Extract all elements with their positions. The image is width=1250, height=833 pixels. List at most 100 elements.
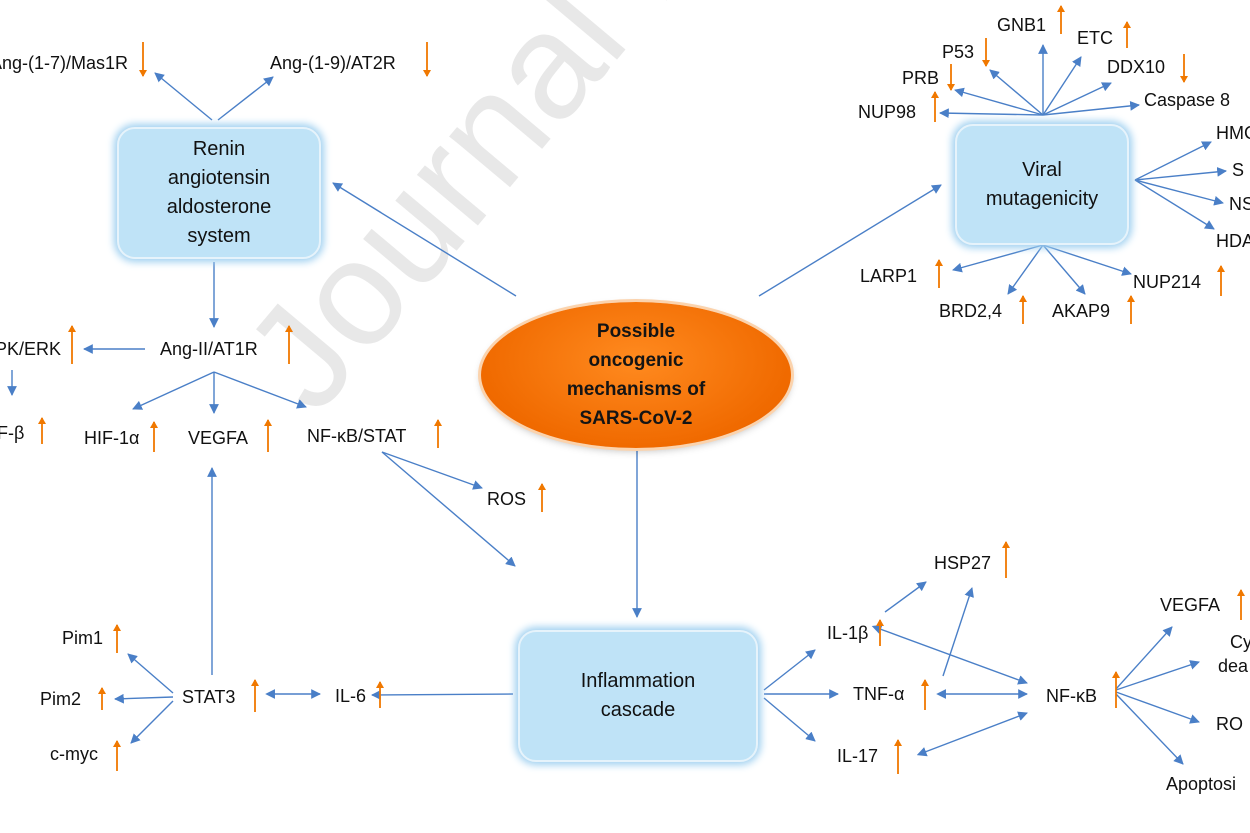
viral-to-ddx10-arrow xyxy=(1042,82,1112,116)
ang17-down-arrow-icon xyxy=(139,42,147,77)
nfkbstat-to-inflammation-arrow xyxy=(381,451,516,567)
hmg-label: HMG xyxy=(1216,123,1250,143)
il6-up-arrow-icon xyxy=(376,681,384,708)
ang19-at2r-label: Ang-(1-9)/AT2R xyxy=(270,53,396,73)
ddx10-label: DDX10 xyxy=(1107,57,1166,77)
viral-to-nup214-arrow xyxy=(1042,244,1132,276)
viral-to-ns-arrow xyxy=(1134,179,1224,206)
nup214-up-arrow-icon xyxy=(1217,265,1225,296)
nfkb-to-vegfa-arrow xyxy=(1115,626,1173,690)
angii-to-hif1a-arrow xyxy=(132,371,215,410)
pim1-label: Pim1 xyxy=(62,628,104,648)
nup98-up-arrow-icon xyxy=(931,91,939,122)
il6-label: IL-6 xyxy=(335,686,367,706)
il1b-up-arrow-icon xyxy=(876,619,884,646)
il1b-to-hsp27-arrow xyxy=(884,581,927,613)
hif1a-up-arrow-icon xyxy=(150,421,158,452)
gnb1-up-arrow-icon xyxy=(1057,5,1065,34)
cmyc-up-arrow-icon xyxy=(113,740,121,771)
akap9-label: AKAP9 xyxy=(1052,301,1111,321)
nfkbstat-to-ros-arrow xyxy=(381,451,483,490)
hif1a-label: HIF-1α xyxy=(84,428,140,448)
viral-to-etc-arrow xyxy=(1042,56,1082,116)
inflammation-cascade-box: Inflammation cascade xyxy=(518,630,758,762)
stat3-to-pim1-arrow xyxy=(127,653,174,694)
nfkb-to-apoptosis-arrow xyxy=(1115,693,1184,765)
pim1-up-arrow-icon xyxy=(113,624,121,653)
ros-left-label: ROS xyxy=(487,489,527,509)
raas-box: Renin angiotensin aldosterone system xyxy=(117,127,321,259)
pim2-label: Pim2 xyxy=(40,689,82,709)
etc-up-arrow-icon xyxy=(1123,21,1131,48)
nfkb-to-ros-arrow xyxy=(1115,691,1200,724)
angii-at1r-label: Ang-II/AT1R xyxy=(160,339,258,359)
vegfa-right-up-arrow-icon xyxy=(1237,589,1245,620)
apoptosis-label: Apoptosi xyxy=(1166,774,1237,794)
nup98-label: NUP98 xyxy=(858,102,917,122)
il17-up-arrow-icon xyxy=(894,739,902,774)
brd24-up-arrow-icon xyxy=(1019,295,1027,324)
nfkb-to-cyto-arrow xyxy=(1115,660,1200,691)
prb-label: PRB xyxy=(902,68,940,88)
hsp27-label: HSP27 xyxy=(934,553,992,573)
vegfa-right-label: VEGFA xyxy=(1160,595,1221,615)
hsp27-up-arrow-icon xyxy=(1002,541,1010,578)
death-label: dea xyxy=(1218,656,1249,676)
viral-to-hda-arrow xyxy=(1134,179,1215,230)
larp1-up-arrow-icon xyxy=(935,259,943,288)
cyto-label: Cy xyxy=(1230,632,1250,652)
angii-up-arrow-icon xyxy=(285,325,293,364)
mapk-up-arrow-icon xyxy=(68,325,76,364)
viral-to-akap9-arrow xyxy=(1042,244,1086,295)
pim2-up-arrow-icon xyxy=(98,687,106,710)
inflammation-to-il6-arrow xyxy=(371,690,514,700)
nfkb-up-arrow-icon xyxy=(1112,671,1120,708)
etc-label: ETC xyxy=(1077,28,1113,48)
viral-to-caspase8-arrow xyxy=(1042,101,1140,116)
inflammation-to-il1b-arrow xyxy=(763,649,816,691)
brd24-label: BRD2,4 xyxy=(939,301,1003,321)
ns-label: NS xyxy=(1229,194,1250,214)
il1b-nfkb-link-arrow xyxy=(871,624,1028,685)
viral-to-prb-arrow xyxy=(954,87,1044,116)
ang17-mas1r-label: Ang-(1-7)/Mas1R xyxy=(0,53,129,73)
larp1-label: LARP1 xyxy=(860,266,918,286)
inflammation-to-il17-arrow xyxy=(763,697,816,742)
nfkb-stat-label: NF-κB/STAT xyxy=(307,426,407,446)
nup214-label: NUP214 xyxy=(1133,272,1202,292)
central-hub: Possible oncogenic mechanisms of SARS-Co… xyxy=(481,302,791,448)
tnfa-label: TNF-α xyxy=(853,684,905,704)
stat3-to-pim2-arrow xyxy=(114,693,174,704)
hub-to-viral-arrow xyxy=(758,184,942,297)
vegfa-left-label: VEGFA xyxy=(188,428,249,448)
ddx10-down-arrow-icon xyxy=(1180,54,1188,83)
nfkb-stat-up-arrow-icon xyxy=(434,419,442,448)
ros-right-label: RO xyxy=(1216,714,1243,734)
angii-to-nfkbstat-arrow xyxy=(213,371,307,409)
tgfb-up-arrow-icon xyxy=(38,417,46,444)
ang19-down-arrow-icon xyxy=(423,42,431,77)
gnb1-label: GNB1 xyxy=(997,15,1047,35)
hub-to-raas-arrow xyxy=(332,182,517,297)
ros-left-up-arrow-icon xyxy=(538,483,546,512)
stat3-label: STAT3 xyxy=(182,687,236,707)
raas-to-ang19-arrow xyxy=(217,76,274,121)
p53-label: P53 xyxy=(942,42,975,62)
hda-label: HDA xyxy=(1216,231,1250,251)
s-label: S xyxy=(1232,160,1245,180)
il17-label: IL-17 xyxy=(837,746,879,766)
viral-to-s-arrow xyxy=(1134,166,1227,181)
viral-mutagenicity-box: Viral mutagenicity xyxy=(955,124,1129,245)
viral-to-nup98-arrow xyxy=(939,108,1044,119)
stat3-up-arrow-icon xyxy=(251,679,259,712)
viral-to-hmg-arrow xyxy=(1134,141,1212,181)
il17-nfkb-link-arrow xyxy=(916,711,1028,757)
caspase8-label: Caspase 8 xyxy=(1144,90,1231,110)
stat3-to-cmyc-arrow xyxy=(130,700,174,744)
tgf-b-label: TGF-β xyxy=(0,423,25,443)
nfkb-label: NF-κB xyxy=(1046,686,1097,706)
tnfa-up-arrow-icon xyxy=(921,679,929,710)
